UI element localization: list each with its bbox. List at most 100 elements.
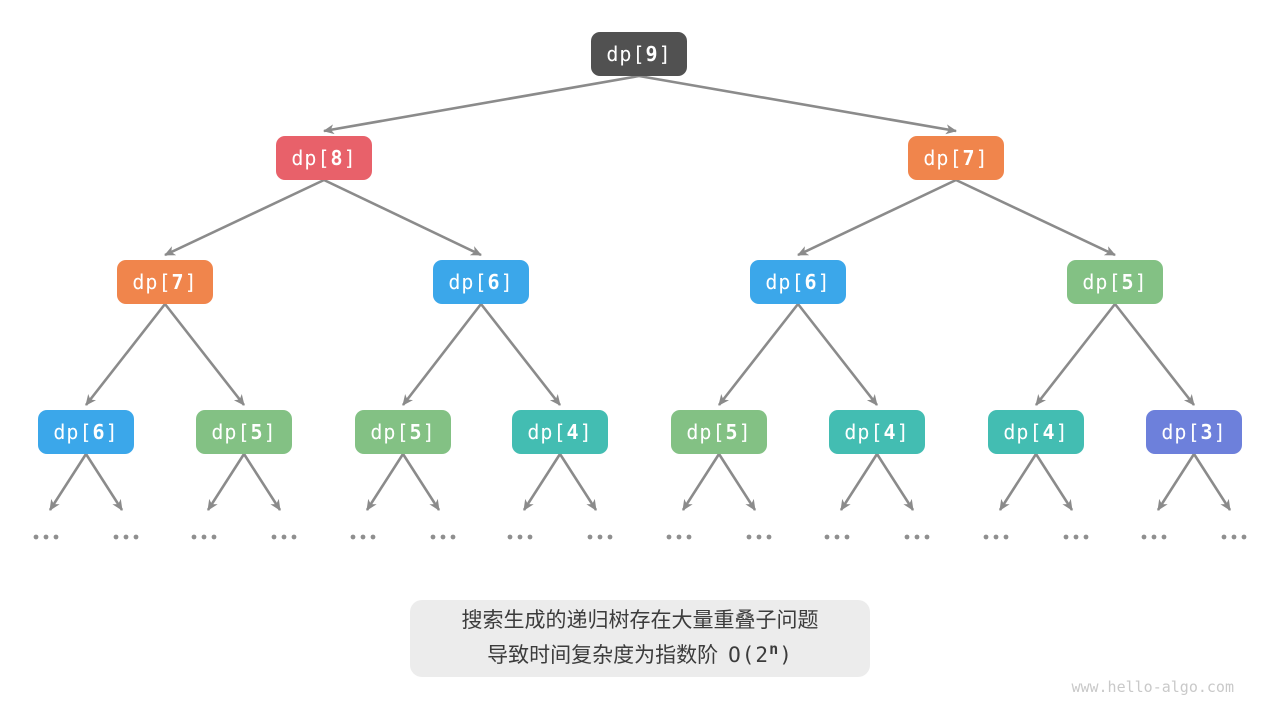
ellipsis-dot (914, 534, 920, 540)
ellipsis-dot (53, 534, 59, 540)
tree-edge-arrow (998, 453, 1038, 511)
ellipsis-dot (450, 534, 456, 540)
tree-edge-arrow (1113, 303, 1196, 406)
ellipsis-dot (201, 534, 207, 540)
tree-edge-arrow (1192, 453, 1232, 511)
tree-node-dp6-l3: dp[6] (38, 410, 134, 454)
ellipsis-dot (527, 534, 533, 540)
tree-node-dp4-l3-c: dp[4] (988, 410, 1084, 454)
ellipsis-dot (123, 534, 129, 540)
tree-edge-arrow (955, 178, 1116, 257)
caption-line2-text: 导致时间复杂度为指数阶 (487, 643, 719, 667)
ellipsis-dot (191, 534, 197, 540)
tree-edge-arrow (323, 178, 482, 257)
caption-line1: 搜索生成的递归树存在大量重叠子问题 (461, 608, 819, 632)
ellipsis-dot (33, 534, 39, 540)
tree-edge-arrow (717, 453, 757, 511)
ellipsis-dot (686, 534, 692, 540)
tree-edge-arrow (401, 303, 483, 406)
complexity-formula: O(2n) (728, 639, 793, 667)
ellipsis-dot (430, 534, 436, 540)
ellipsis-dot (1073, 534, 1079, 540)
ellipsis-dot (133, 534, 139, 540)
tree-edge-arrow (875, 453, 915, 511)
caption-line2: 导致时间复杂度为指数阶 O(2n) (487, 638, 793, 673)
ellipsis-dot (1241, 534, 1247, 540)
ellipsis-dot (904, 534, 910, 540)
tree-edge-arrow (479, 303, 562, 406)
ellipsis-dot (746, 534, 752, 540)
ellipsis-dot (440, 534, 446, 540)
caption-box: 搜索生成的递归树存在大量重叠子问题 导致时间复杂度为指数阶 O(2n) (410, 600, 870, 677)
ellipsis-dot (587, 534, 593, 540)
ellipsis-dot (666, 534, 672, 540)
ellipsis-dot (756, 534, 762, 540)
tree-edge-arrow (84, 453, 124, 511)
tree-edge-arrow (522, 453, 562, 511)
ellipsis-dot (360, 534, 366, 540)
ellipsis-dot (517, 534, 523, 540)
tree-edge-arrow (638, 74, 957, 135)
tree-node-dp3-l3: dp[3] (1146, 410, 1242, 454)
ellipsis-dot (834, 534, 840, 540)
tree-node-dp5-l3-a: dp[5] (196, 410, 292, 454)
ellipsis-dot (676, 534, 682, 540)
tree-edge-arrow (242, 453, 282, 511)
tree-edge-arrow (1156, 453, 1196, 511)
ellipsis-dot (291, 534, 297, 540)
ellipsis-dot (924, 534, 930, 540)
ellipsis-dot (766, 534, 772, 540)
tree-edge-arrow (84, 303, 167, 406)
tree-edge-arrow (164, 178, 325, 257)
ellipsis-dot (1221, 534, 1227, 540)
tree-node-dp4-l3-a: dp[4] (512, 410, 608, 454)
tree-node-dp6-l2-b: dp[6] (750, 260, 846, 304)
ellipsis-dot (607, 534, 613, 540)
tree-edge-arrow (717, 303, 800, 406)
watermark: www.hello-algo.com (1071, 678, 1234, 696)
tree-node-dp4-l3-b: dp[4] (829, 410, 925, 454)
ellipsis-dot (983, 534, 989, 540)
ellipsis-dot (1063, 534, 1069, 540)
ellipsis-dot (597, 534, 603, 540)
tree-edge-arrow (48, 453, 88, 511)
tree-edge-arrow (401, 453, 441, 511)
ellipsis-dot (1003, 534, 1009, 540)
tree-node-dp6-l2-a: dp[6] (433, 260, 529, 304)
ellipsis-dot (993, 534, 999, 540)
tree-node-dp7-l2: dp[7] (117, 260, 213, 304)
tree-node-dp5-l2: dp[5] (1067, 260, 1163, 304)
ellipsis-dot (370, 534, 376, 540)
tree-edge-arrow (839, 453, 879, 511)
ellipsis-dot (1161, 534, 1167, 540)
tree-node-dp9-root: dp[9] (591, 32, 687, 76)
tree-node-dp5-l3-b: dp[5] (355, 410, 451, 454)
ellipsis-dot (507, 534, 513, 540)
ellipsis-dot (844, 534, 850, 540)
ellipsis-dot (824, 534, 830, 540)
tree-node-dp7-l1: dp[7] (908, 136, 1004, 180)
ellipsis-dot (271, 534, 277, 540)
tree-edge-arrow (681, 453, 721, 511)
tree-edge-arrow (1034, 303, 1117, 406)
ellipsis-dot (43, 534, 49, 540)
ellipsis-dot (1231, 534, 1237, 540)
tree-edge-arrow (558, 453, 598, 511)
ellipsis-dot (350, 534, 356, 540)
tree-node-dp8-l1: dp[8] (276, 136, 372, 180)
tree-edge-arrow (1034, 453, 1074, 511)
ellipsis-dot (113, 534, 119, 540)
tree-edge-arrow (365, 453, 405, 511)
tree-edge-arrow (797, 178, 957, 257)
tree-edge-arrow (206, 453, 246, 511)
ellipsis-dot (281, 534, 287, 540)
tree-edge-arrow (323, 74, 640, 135)
ellipsis-dot (1083, 534, 1089, 540)
ellipsis-dot (1141, 534, 1147, 540)
ellipsis-dot (1151, 534, 1157, 540)
formula-exponent: n (769, 639, 780, 658)
tree-edge-arrow (163, 303, 246, 406)
tree-edge-arrow (796, 303, 879, 406)
